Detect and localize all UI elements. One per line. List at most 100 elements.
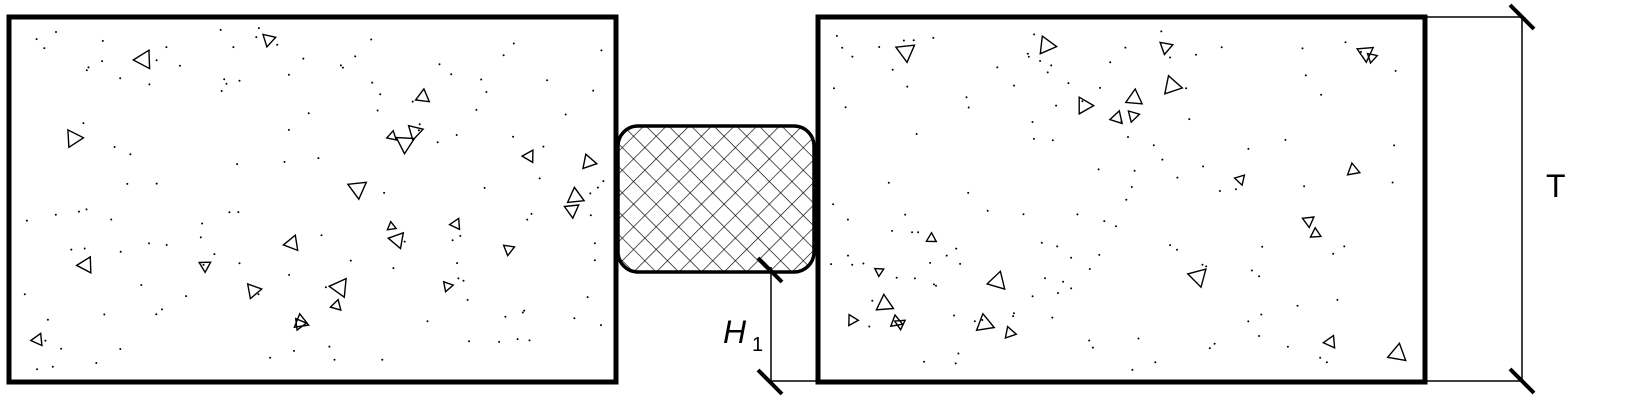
aggregate-dot: [1056, 245, 1059, 248]
aggregate-dot: [530, 212, 533, 215]
aggregate-dot: [213, 253, 216, 256]
aggregate-dot: [546, 79, 549, 82]
aggregate-dot: [1260, 313, 1263, 316]
aggregate-dot: [110, 218, 113, 221]
aggregate-dot: [238, 79, 241, 82]
aggregate-dot: [1055, 104, 1058, 107]
aggregate-dot: [602, 180, 605, 183]
aggregate-triangle: [131, 48, 151, 70]
aggregate-triangle: [261, 33, 278, 49]
aggregate-dot: [232, 46, 235, 49]
aggregate-dot: [913, 277, 916, 280]
aggregate-dot: [1013, 84, 1015, 87]
aggregate-dot: [119, 348, 122, 350]
aggregate-dot: [1130, 186, 1133, 188]
aggregate-dot: [381, 358, 384, 361]
aggregate-dot: [287, 73, 290, 76]
aggregate-dot: [912, 39, 915, 42]
aggregate-dot: [370, 38, 373, 41]
aggregate-dot: [1391, 181, 1394, 184]
aggregate-triangle: [1078, 95, 1096, 116]
aggregate-dot: [455, 134, 458, 136]
aggregate-dot: [844, 106, 847, 109]
aggregate-dot: [95, 362, 98, 364]
aggregate-triangle: [1108, 109, 1124, 125]
aggregate-dot: [512, 135, 515, 138]
aggregate-triangle: [327, 277, 347, 299]
aggregate-dot: [887, 181, 890, 184]
aggregate-dot: [1088, 268, 1091, 270]
aggregate-dot: [119, 250, 122, 253]
aggregate-triangle: [582, 152, 599, 170]
t-tick-top: [1508, 3, 1536, 31]
aggregate-dot: [148, 83, 151, 86]
aggregate-dot: [341, 66, 344, 69]
aggregate-dot: [589, 192, 592, 195]
aggregate-triangle: [197, 261, 212, 274]
aggregate-dot: [438, 63, 441, 66]
aggregate-dot: [403, 240, 406, 243]
aggregate-dot: [165, 46, 168, 49]
aggregate-dot: [1109, 61, 1112, 64]
aggregate-dot: [1303, 185, 1306, 188]
aggregate-triangle: [442, 280, 455, 294]
aggregate-dot: [498, 340, 501, 343]
aggregate-triangle: [75, 255, 92, 274]
aggregate-dot: [573, 317, 576, 320]
aggregate-dot: [1091, 346, 1094, 349]
aggregate-dot: [202, 263, 205, 266]
aggregate-dot: [1099, 86, 1102, 89]
aggregate-dot: [293, 349, 295, 352]
aggregate-dot: [981, 319, 984, 321]
h1-tick-top: [756, 256, 784, 284]
aggregate-dot: [436, 141, 439, 144]
aggregate-dot: [526, 218, 529, 221]
aggregate-dot: [283, 160, 286, 163]
aggregate-dot: [895, 276, 898, 279]
aggregate-dot: [220, 90, 223, 92]
aggregate-dot: [257, 293, 260, 296]
aggregate-dot: [967, 106, 970, 109]
aggregate-triangle: [1004, 325, 1018, 340]
aggregate-dot: [1325, 361, 1328, 364]
aggregate-dot: [324, 286, 327, 289]
aggregate-dot: [23, 293, 26, 296]
aggregate-dot: [178, 64, 181, 67]
aggregate-dot: [459, 234, 462, 237]
aggregate-dot: [891, 229, 894, 232]
aggregate-triangle: [502, 244, 516, 257]
aggregate-dot: [225, 82, 228, 85]
aggregate-dot: [1220, 46, 1223, 49]
aggregate-dot: [1284, 138, 1287, 141]
aggregate-dot: [1332, 252, 1335, 255]
aggregate-dot: [219, 28, 222, 31]
aggregate-dot: [929, 261, 932, 264]
aggregate-dot: [1185, 87, 1188, 90]
aggregate-dot: [996, 66, 999, 69]
aggregate-dot: [593, 259, 596, 262]
aggregate-dot: [1012, 315, 1015, 318]
aggregate-dot: [945, 254, 948, 257]
aggregate-dot: [155, 182, 158, 185]
aggregate-dot: [1201, 263, 1204, 266]
aggregate-dot: [1081, 100, 1084, 103]
aggregate-dot: [1127, 136, 1129, 138]
aggregate-dot: [70, 248, 73, 251]
aggregate-dot: [1026, 52, 1029, 55]
aggregate-dot: [878, 46, 881, 48]
aggregate-triangle: [329, 298, 342, 312]
aggregate-dot: [593, 242, 596, 245]
aggregate-dot: [392, 267, 395, 270]
aggregate-dot: [1343, 245, 1346, 248]
aggregate-dot: [1176, 248, 1178, 251]
aggregate-dot: [1393, 144, 1396, 147]
aggregate-dot: [1202, 165, 1205, 168]
aggregate-dot: [1301, 47, 1304, 50]
aggregate-dot: [830, 263, 833, 266]
aggregate-dot: [868, 325, 871, 328]
aggregate-triangle: [67, 128, 85, 149]
aggregate-dot: [528, 339, 531, 342]
aggregate-dot: [1208, 347, 1211, 350]
aggregate-dot: [538, 177, 541, 180]
